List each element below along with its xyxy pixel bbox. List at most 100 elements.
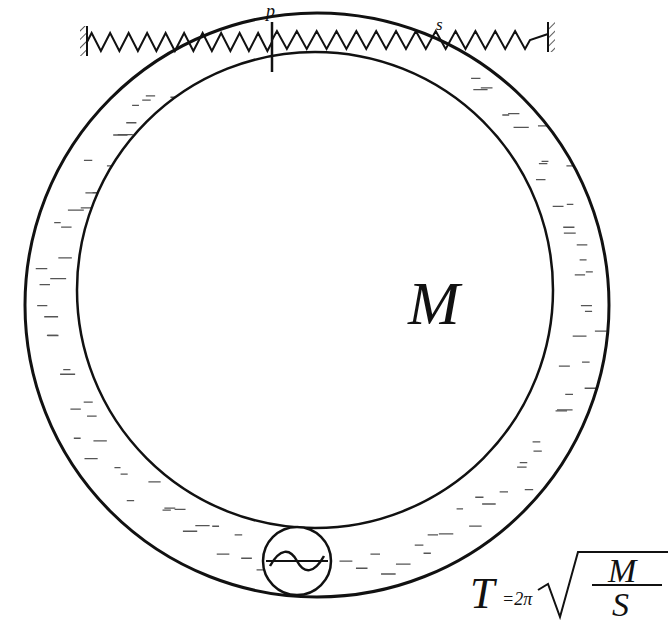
fluid-dash [58,257,72,258]
fluid-dash [37,305,47,306]
fluid-dash [559,365,570,366]
fluid-dash [585,311,592,312]
left-wall [80,26,87,56]
fluid-dash [36,268,48,269]
fluid-dash [482,503,496,504]
fluid-dash [164,507,175,508]
fluid-dash [47,335,58,336]
period-symbol: T [470,572,494,616]
fluid-dash [580,259,587,260]
fluid-dash [508,113,519,114]
fluid-dash [217,553,230,554]
fluid-dash [577,244,588,245]
fluid-dash [517,466,527,467]
springs [87,31,548,51]
fluid-dash [564,232,576,233]
fluid-dash [471,78,480,79]
fluid-dash [573,336,587,337]
fluid-dash [44,316,58,317]
fluid-dash [60,374,75,375]
inner-ring [77,52,553,528]
pump-circle [263,527,331,595]
right-wall-face [547,22,549,52]
fluid-dash [473,89,487,90]
sine-wave [270,552,324,570]
fluid-dash [68,209,84,210]
fluid-dash [84,458,97,459]
fluid-dash [481,87,493,88]
fluid-dash [74,438,81,439]
fluid-dash [127,500,134,501]
fluid-dash [195,525,209,526]
mass-symbol: M [608,554,636,588]
fluid-dash [183,531,197,532]
fluid-dash [93,192,109,193]
fluid-dash [424,553,431,554]
fluid-dash [175,509,186,510]
fluid-dash [84,402,93,403]
fluid-dash [396,563,411,564]
outer-ring [25,13,609,597]
fluid-dash [63,369,70,370]
fluid-dash [70,408,80,409]
stiffness-symbol: S [612,588,629,622]
fluid-dash [415,544,424,545]
fluid-dash [163,509,171,510]
right-spring [272,31,548,49]
fluid-dash [525,489,533,490]
fluid-dash [575,274,585,275]
fluid-dash [556,410,568,411]
radical-sign [538,552,668,617]
fluid-dash [595,330,607,331]
fluid-dash [212,526,219,527]
fluid-dash [428,534,438,535]
fluid-dash [542,161,549,162]
fluid-dash [381,573,396,574]
fluid-dash [565,394,573,395]
piston-label: p [266,2,275,20]
fluid-dash [563,227,574,228]
fluid-dash [582,361,590,362]
fluid-dash [469,525,481,526]
fluid-dash [84,160,92,161]
fluid-dash [581,305,592,306]
fluid-dash [146,95,155,96]
piston-plate [271,22,274,72]
fluid-dash [241,558,252,559]
right-wall [548,22,555,52]
fluid-dash [520,462,528,463]
fluid-dash [356,568,368,569]
fluid-dash [475,497,483,498]
fluid-dash [439,533,453,534]
fluid-dash [340,561,353,562]
fluid-dash [113,134,127,135]
fluid-dash [586,271,593,272]
equals-two-pi: =2π [502,590,532,608]
fluid-dash [87,416,97,417]
fluid-dash [40,284,50,285]
fluid-dash [553,206,564,207]
fluid-dash [533,451,541,452]
spring-label: s [436,16,443,33]
fluid-dash [132,105,139,106]
fluid-dash [47,335,58,336]
fluid-dash [126,122,136,123]
fluid-dash [61,226,71,227]
fluid-dash [567,204,574,205]
left-spring [87,33,272,51]
fluid-dash [121,474,128,475]
fluid-dash [148,481,160,482]
fluid-dash [93,440,106,441]
fluid-dash [50,278,66,279]
fluid-dash [533,441,541,442]
fluid-dash [500,491,508,492]
mass-label: M [408,272,460,334]
fluid-dash [235,534,243,535]
fluid-dash [142,100,151,101]
fluid-dash [514,127,529,128]
fluid-dash [114,467,120,468]
fluid-dash [502,114,509,115]
fluid-dash [54,222,61,223]
